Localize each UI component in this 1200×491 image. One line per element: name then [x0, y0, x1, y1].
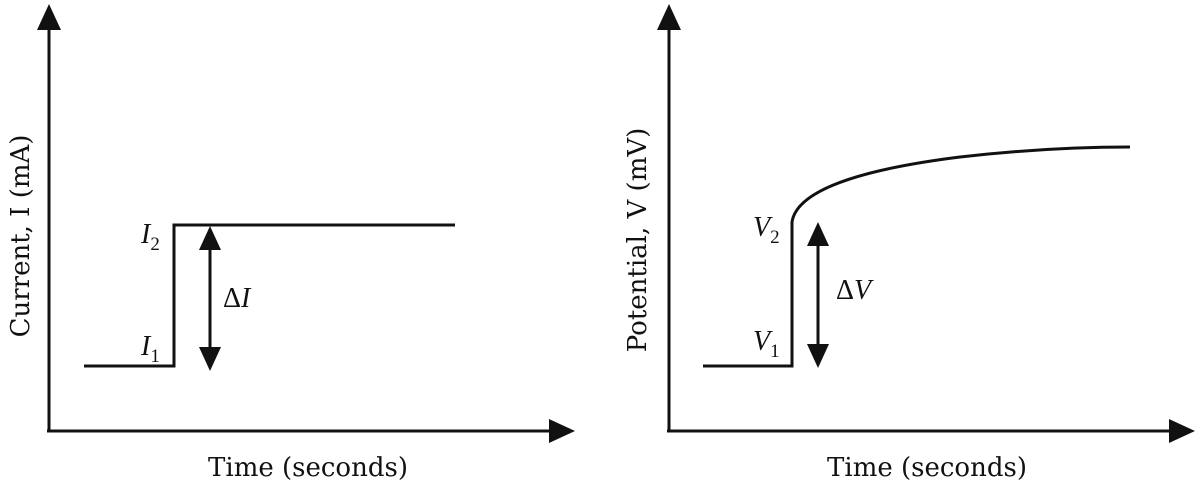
delta-v-arrowhead-up [807, 222, 829, 246]
potential-response-curve [703, 145, 1131, 368]
left-x-axis-title: Time (seconds) [208, 453, 408, 483]
delta-i-label: ΔI [223, 283, 252, 314]
delta-i-arrowhead-up [199, 226, 221, 250]
left-y-axis-title: Current, I (mA) [6, 135, 36, 338]
i2-label: I2 [140, 219, 160, 255]
delta-v-label: ΔV [836, 275, 874, 306]
delta-i-arrowhead-down [199, 347, 221, 371]
i1-label: I1 [140, 331, 160, 367]
potential-panel: Potential, V (mV) Time (seconds) V2 V1 Δ… [623, 4, 1195, 483]
v1-label: V1 [753, 326, 780, 362]
left-y-axis-arrowhead [37, 4, 61, 30]
left-x-axis-arrowhead [549, 419, 575, 443]
right-y-axis-arrowhead [657, 4, 681, 30]
current-panel: Current, I (mA) Time (seconds) I2 I1 ΔI [6, 4, 575, 483]
delta-v-arrowhead-down [807, 344, 829, 368]
current-step-curve [84, 223, 455, 368]
right-x-axis-title: Time (seconds) [827, 453, 1027, 483]
right-x-axis-arrowhead [1169, 419, 1195, 443]
right-y-axis-title: Potential, V (mV) [623, 128, 653, 353]
v2-label: V2 [753, 212, 780, 248]
